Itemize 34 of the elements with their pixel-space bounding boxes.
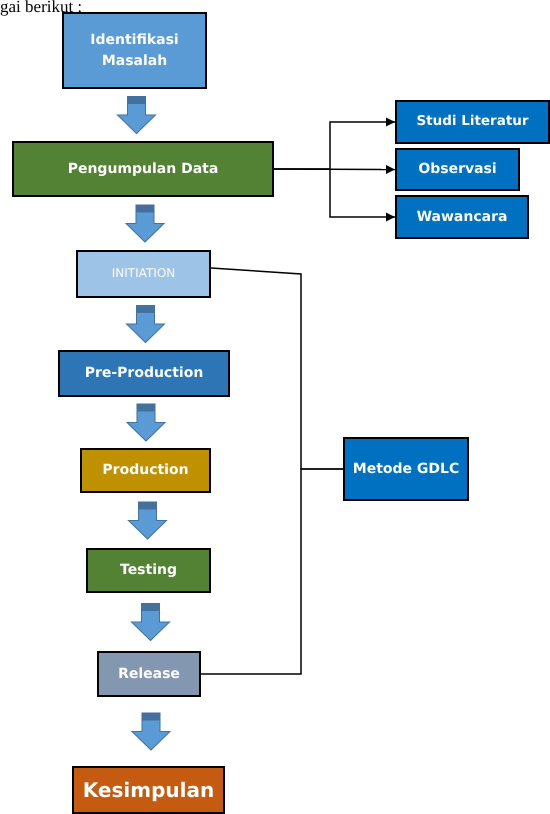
process-box (86, 548, 211, 593)
box-label: Pengumpulan Data (68, 160, 218, 179)
process-box (395, 100, 550, 144)
process-box (395, 195, 529, 239)
process-box (72, 766, 225, 814)
process-box (58, 350, 230, 397)
process-box (12, 141, 274, 197)
box-label: INITIATION (112, 265, 176, 282)
connector-line (201, 468, 343, 675)
process-box (80, 448, 211, 493)
block-arrow (130, 603, 171, 642)
caption-text: gai berikut : (0, 0, 82, 17)
box-label: Wawancara (416, 208, 508, 227)
box-label: Metode GDLC (352, 460, 460, 479)
connector-line (274, 168, 395, 222)
process-box (395, 148, 520, 191)
block-arrow (126, 404, 166, 442)
box-label: Kesimpulan (82, 776, 214, 804)
process-box (97, 651, 201, 697)
box-label: Pre-Production (84, 364, 204, 384)
block-arrow (116, 96, 157, 134)
process-box (62, 12, 207, 89)
box-label: Release (118, 664, 180, 684)
block-arrow (124, 204, 166, 243)
box-label: Observasi (418, 160, 497, 180)
process-box (76, 250, 211, 298)
box-label: Production (102, 461, 189, 480)
process-box (343, 437, 469, 501)
block-arrow (127, 502, 168, 540)
box-label: Identifikasi Masalah (89, 31, 180, 70)
block-arrow (125, 305, 166, 344)
box-label: Testing (120, 561, 177, 580)
block-arrow (130, 712, 172, 751)
box-label: Studi Literatur (416, 112, 529, 132)
